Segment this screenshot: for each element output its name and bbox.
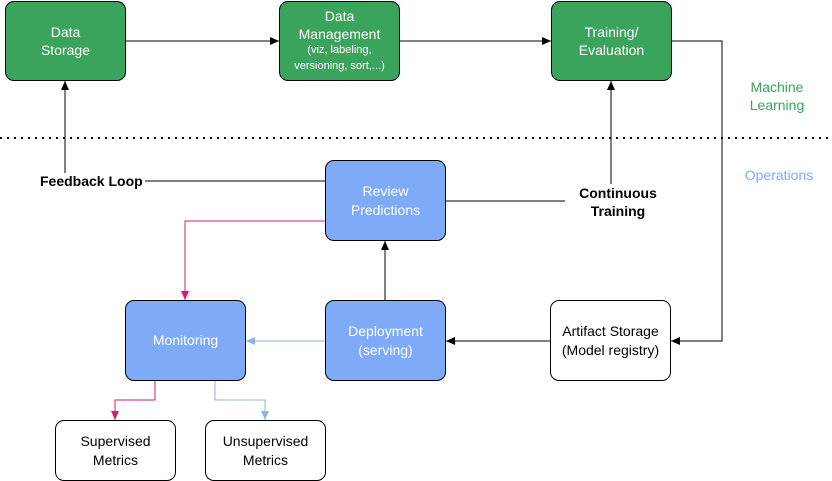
machine-learning-lane-label: Machine Learning [749,79,805,114]
data-management-node: Data Management (viz, labeling, versioni… [279,1,400,81]
edge-training-to-artifact [671,40,723,345]
supervised-metrics-label: Supervised Metrics [80,433,151,468]
edge-review-to-monitoring [181,220,325,300]
training-evaluation-node: Training/ Evaluation [551,1,672,81]
feedback-loop-label: Feedback Loop [38,173,145,189]
edge-review-to-training [445,81,615,202]
unsupervised-metrics-node: Unsupervised Metrics [205,420,326,481]
data-management-subtitle: (viz, labeling, versioning, sort,...) [294,44,385,73]
monitoring-label: Monitoring [152,332,219,349]
training-evaluation-label: Training/ Evaluation [578,23,645,58]
artifact-storage-node: Artifact Storage (Model registry) [550,300,671,381]
continuous-training-label: Continuous Training [565,184,671,221]
review-predictions-label: Review Predictions [350,183,421,218]
unsupervised-metrics-label: Unsupervised Metrics [222,433,309,468]
deployment-label: Deployment (serving) [348,323,423,358]
data-storage-node: Data Storage [5,1,126,81]
artifact-storage-label: Artifact Storage (Model registry) [561,323,660,358]
edge-monitoring-to-supervised [111,381,156,420]
supervised-metrics-node: Supervised Metrics [55,420,176,481]
monitoring-node: Monitoring [125,300,246,381]
operations-lane-label: Operations [744,167,814,183]
edge-review-to-storage [61,81,325,182]
data-storage-label: Data Storage [40,23,91,58]
edge-monitoring-to-unsupervised [214,381,269,420]
deployment-node: Deployment (serving) [325,300,446,381]
review-predictions-node: Review Predictions [325,160,446,241]
data-management-title: Data Management [298,7,381,43]
